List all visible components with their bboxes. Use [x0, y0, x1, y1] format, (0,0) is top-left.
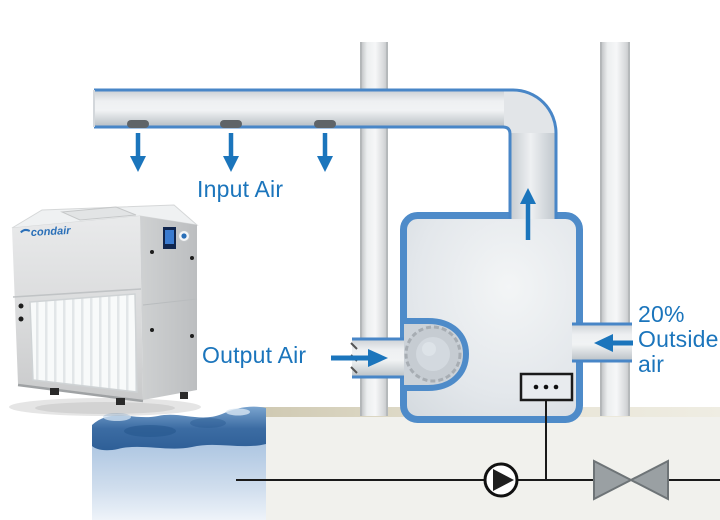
outside-air-line2: Outside: [638, 326, 719, 352]
pump-icon: [483, 462, 519, 498]
control-display: [163, 227, 190, 249]
svg-text:condair: condair: [31, 225, 72, 239]
input-air-arrow-icon: [130, 133, 146, 172]
input-air-arrow-icon: [223, 133, 239, 172]
outside-air-label: 20% Outside air: [638, 302, 719, 377]
valve-icon: [593, 459, 669, 501]
filter-panel: [29, 293, 138, 393]
ceiling-diffuser-vents: [127, 120, 336, 128]
outside-air-line1: 20%: [638, 301, 685, 327]
outside-air-line3: air: [638, 351, 665, 377]
humidifier-unit: condair: [9, 204, 201, 416]
foundation-block: [256, 407, 720, 520]
output-air-arrow-icon: [331, 349, 388, 367]
water: [92, 406, 266, 520]
blower-inlet: [404, 318, 470, 391]
input-air-arrow-icon: [317, 133, 333, 172]
supply-duct: [93, 88, 558, 219]
output-air-label: Output Air: [202, 342, 307, 368]
sensor-box-icon: [519, 372, 574, 402]
blue-flow-arrow-icons: [130, 133, 633, 367]
input-air-label: Input Air: [197, 176, 284, 202]
condair-logo: condair: [20, 225, 72, 239]
outside-air-arrow-icon: [594, 334, 633, 352]
up-flow-arrow-icon: [520, 188, 536, 240]
